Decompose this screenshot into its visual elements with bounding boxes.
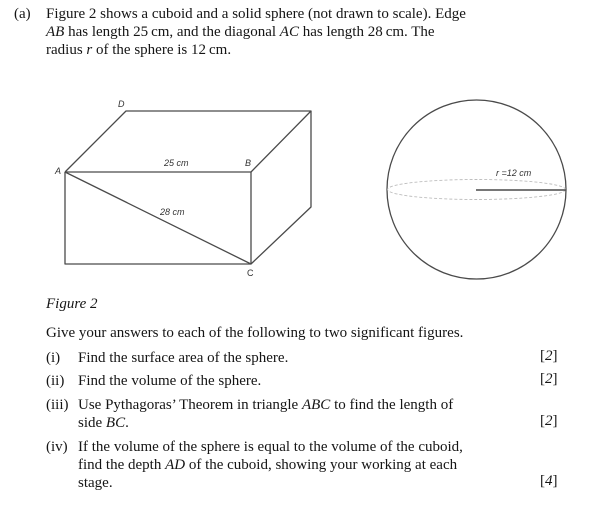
cuboid-right-face — [250, 111, 312, 265]
marks-iv: [4] — [540, 473, 558, 489]
vertex-label-a: A — [54, 166, 61, 176]
edge-ab-label: 25 cm — [163, 158, 189, 168]
vertex-label-b: B — [245, 158, 251, 168]
question-text-iii-line-1: Use Pythagoras’ Theorem in triangle ABC … — [78, 396, 453, 414]
part-label: (a) — [14, 6, 31, 22]
question-number-ii: (ii) — [46, 373, 65, 389]
question-text-ii: Find the volume of the sphere. — [78, 373, 262, 389]
question-text: of the cuboid, showing your working at e… — [185, 457, 458, 473]
question-number-i: (i) — [46, 350, 61, 366]
intro-text: Figure 2 shows a cuboid and a solid sphe… — [46, 6, 466, 22]
question-text: Use Pythagoras’ Theorem in triangle — [78, 397, 302, 413]
marks-value: 2 — [545, 348, 553, 364]
question-text-iv-line-2: find the depth AD of the cuboid, showing… — [78, 456, 457, 474]
vertex-label-c: C — [247, 268, 254, 278]
intro-text: of the sphere is 12 cm. — [92, 42, 232, 58]
question-text: side — [78, 415, 106, 431]
intro-line-1: Figure 2 shows a cuboid and a solid sphe… — [46, 5, 466, 23]
question-text: find the depth — [78, 457, 166, 473]
radius-label: r =12 cm — [496, 168, 532, 178]
marks-value: 2 — [545, 371, 553, 387]
question-text: to find the length of — [330, 397, 454, 413]
cuboid-top-face — [64, 110, 312, 173]
marks-i: [2] — [540, 348, 558, 364]
math-bc: BC — [105, 415, 126, 431]
diagonal-ac — [64, 171, 252, 265]
question-text-iv-line-3: stage. — [78, 475, 113, 491]
question-text-iv-line-1: If the volume of the sphere is equal to … — [78, 439, 463, 455]
math-ab: AB — [46, 24, 65, 40]
figure-caption: Figure 2 — [46, 296, 98, 312]
intro-line-3: radius r of the sphere is 12 cm. — [46, 41, 231, 59]
question-number-iv: (iv) — [46, 439, 68, 455]
figure-2-diagram: A D B C 25 cm 28 cm r =12 cm — [54, 99, 567, 280]
intro-text: has length 25 cm, and the diagonal — [64, 24, 280, 40]
intro-text: radius — [46, 42, 87, 58]
intro-text: has length 28 cm. The — [298, 24, 435, 40]
marks-value: 2 — [545, 413, 553, 429]
sphere-diagram — [386, 99, 567, 280]
marks-value: 4 — [545, 473, 553, 489]
marks-iii: [2] — [540, 413, 558, 429]
question-text-iii-line-2: side BC. — [78, 414, 129, 432]
diagonal-ac-label: 28 cm — [159, 207, 185, 217]
cuboid-diagram — [64, 110, 312, 265]
math-ad: AD — [165, 457, 186, 473]
vertex-label-d: D — [118, 99, 125, 109]
instruction-text: Give your answers to each of the followi… — [46, 325, 464, 341]
marks-ii: [2] — [540, 371, 558, 387]
question-number-iii: (iii) — [46, 397, 69, 413]
question-text-i: Find the surface area of the sphere. — [78, 350, 289, 366]
question-text: . — [125, 415, 129, 431]
math-r: r — [86, 42, 93, 58]
math-abc: ABC — [301, 397, 331, 413]
math-ac: AC — [279, 24, 299, 40]
intro-line-2: AB has length 25 cm, and the diagonal AC… — [46, 23, 435, 41]
